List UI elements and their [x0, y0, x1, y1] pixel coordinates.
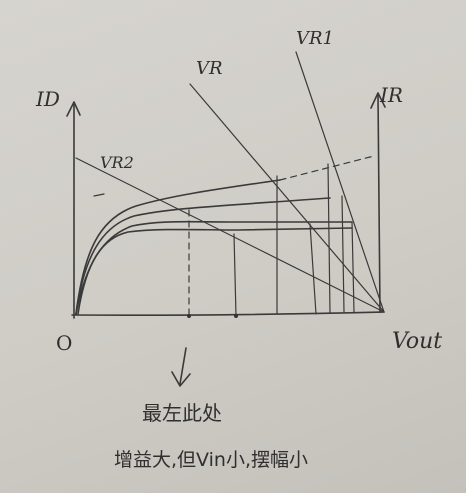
- output-curves: [75, 155, 375, 315]
- down-arrow: [171, 347, 191, 387]
- note-line-2: 增益大,但Vin小,摆幅小: [114, 449, 308, 471]
- y-axis-left-label: ID: [35, 87, 60, 111]
- origin-label: O: [56, 331, 72, 355]
- x-axis-label: Vout: [392, 329, 442, 354]
- small-dash-mark: [93, 193, 105, 197]
- vr2-label: VR2: [100, 153, 134, 172]
- x-tick-dot-2: [234, 314, 238, 318]
- load-line-vr2: [75, 157, 385, 313]
- drop-lines: [188, 163, 355, 317]
- note-line-1: 最左此处: [142, 401, 222, 425]
- y-axis-right-label: IR: [379, 83, 403, 107]
- x-axis: [71, 311, 385, 316]
- vr-label: VR: [196, 58, 223, 79]
- x-tick-dot-1: [187, 314, 191, 318]
- load-line-vr: [189, 83, 385, 313]
- vr1-label: VR1: [296, 28, 334, 49]
- load-line-vr1: [295, 51, 385, 313]
- left-y-axis: [66, 101, 81, 319]
- right-y-axis: [370, 92, 386, 313]
